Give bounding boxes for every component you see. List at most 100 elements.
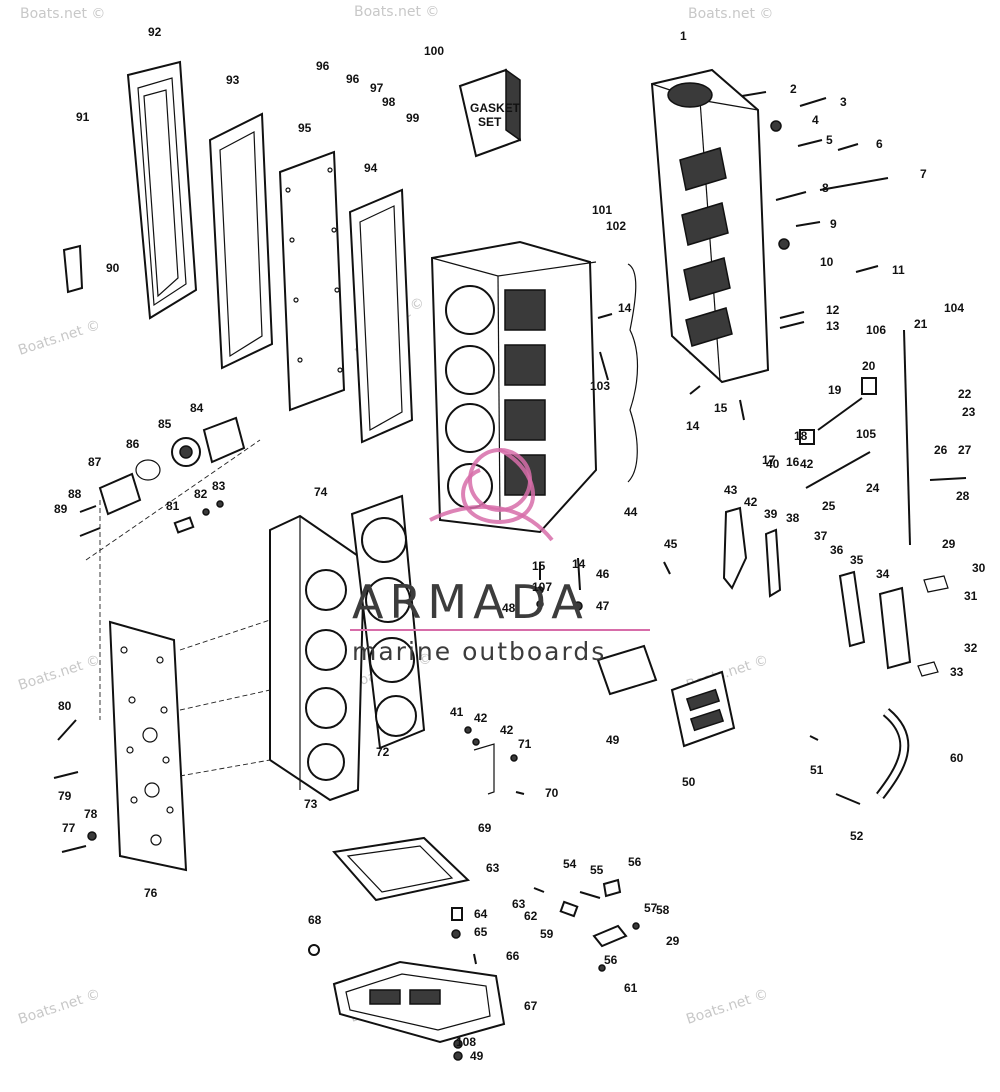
part-number-label: 68: [308, 913, 322, 927]
part-number-label: 5: [826, 133, 833, 147]
exhaust-cover-97: [278, 150, 346, 412]
part-number-label: 95: [298, 121, 312, 135]
part-number-label: 15: [532, 559, 546, 573]
part-number-label: 42: [474, 711, 488, 725]
part-number-label: 14: [686, 419, 700, 433]
part-number-label: 56: [604, 953, 618, 967]
part-number-label: 85: [158, 417, 172, 431]
part-number-label: 26: [934, 443, 948, 457]
part-number-label: 108: [456, 1035, 476, 1049]
part-number-label: 99: [406, 111, 420, 125]
part-number-label: 36: [830, 543, 844, 557]
part-number-label: 42: [800, 457, 814, 471]
part-number-label: 72: [376, 745, 390, 759]
part-number-label: 65: [474, 925, 488, 939]
part-number-label: 4: [812, 113, 819, 127]
part-number-label: 91: [76, 110, 90, 124]
part-number-label: 37: [814, 529, 828, 543]
part-number-label: 69: [478, 821, 492, 835]
part-number-label: 48: [502, 601, 516, 615]
part-number-label: 92: [148, 25, 162, 39]
part-number-label: 109: [0, 0, 20, 3]
lower-small-parts: [308, 878, 640, 972]
armada-logo: ARMADA marine outboards: [350, 448, 650, 666]
group-bracket-45: [627, 263, 639, 483]
exhaust-cover-gasket-95: [126, 60, 198, 320]
part-number-label: 83: [212, 479, 226, 493]
part-number-label: 88: [68, 487, 82, 501]
part-number-label: 32: [964, 641, 978, 655]
part-number-label: 71: [518, 737, 532, 751]
part-number-label: 57: [644, 901, 658, 915]
part-number-label: 61: [624, 981, 638, 995]
part-number-label: 29: [666, 934, 680, 948]
part-number-label: 81: [166, 499, 180, 513]
part-number-label: 89: [54, 502, 68, 516]
part-number-label: 23: [962, 405, 976, 419]
part-number-label: 47: [596, 599, 610, 613]
part-number-label: 62: [524, 909, 538, 923]
part-number-label: 49: [606, 733, 620, 747]
part-number-label: 21: [914, 317, 928, 331]
part-number-label: 13: [826, 319, 840, 333]
part-number-label: 4: [0, 0, 7, 3]
part-number-label: 60: [950, 751, 964, 765]
part-number-label: 106: [866, 323, 886, 337]
part-number-label: 94: [364, 161, 378, 175]
watermark: Boats.net ©: [16, 317, 102, 359]
part-number-label: 3: [840, 95, 847, 109]
part-number-label: 14: [572, 557, 586, 571]
part-number-label: 70: [545, 786, 559, 800]
part-number-label: 54: [563, 857, 577, 871]
cylinder-head: [430, 240, 598, 534]
watermark: Boats.net ©: [354, 4, 439, 20]
watermark: Boats.net ©: [684, 986, 770, 1028]
adapter-plate-79: [53, 620, 188, 872]
part-number-label: 51: [810, 763, 824, 777]
head-gasket-76: [350, 494, 426, 750]
part-number-label: 38: [786, 511, 800, 525]
reed-block-51: [670, 670, 736, 748]
thermostat-group: [79, 416, 246, 537]
part-number-label: 98: [382, 95, 396, 109]
part-number-label: 84: [190, 401, 204, 415]
part-number-label: 2: [790, 82, 797, 96]
part-number-label: 50: [682, 775, 696, 789]
part-number-label: 24: [866, 481, 880, 495]
part-number-label: 6: [876, 137, 883, 151]
part-number-label: 42: [500, 723, 514, 737]
part-number-label: 27: [958, 443, 972, 457]
part-number-label: 74: [314, 485, 328, 499]
part-number-label: 43: [724, 483, 738, 497]
part-number-label: 30: [972, 561, 986, 575]
part-number-label: 45: [664, 537, 678, 551]
exhaust-gasket-66: [332, 836, 471, 902]
part-number-label: 17: [762, 453, 776, 467]
part-number-label: 1: [680, 29, 687, 43]
part-number-label: 4: [0, 0, 7, 3]
part-number-label: 67: [524, 999, 538, 1013]
part-number-label: 56: [628, 855, 642, 869]
watermark: Boats.net ©: [688, 6, 773, 22]
part-number-label: 22: [958, 387, 972, 401]
crankcase-block: [650, 68, 770, 384]
part-number-label: 31: [964, 589, 978, 603]
part-number-label: 35: [850, 553, 864, 567]
part-number-label: 8: [822, 181, 829, 195]
part-number-label: 100: [424, 44, 444, 58]
part-number-label: 90: [106, 261, 120, 275]
part-number-label: 52: [850, 829, 864, 843]
gasket-set-box-line2: SET: [478, 115, 502, 129]
part-number-label: 10: [820, 255, 834, 269]
part-number-label: 63: [486, 861, 500, 875]
part-number-label: 9: [830, 217, 837, 231]
part-number-label: 93: [226, 73, 240, 87]
part-number-label: 15: [714, 401, 728, 415]
head-cover-77: [269, 514, 366, 802]
part-number-label: 66: [506, 949, 520, 963]
part-number-label: 104: [944, 301, 964, 315]
part-number-label: 28: [956, 489, 970, 503]
part-number-label: 77: [62, 821, 76, 835]
